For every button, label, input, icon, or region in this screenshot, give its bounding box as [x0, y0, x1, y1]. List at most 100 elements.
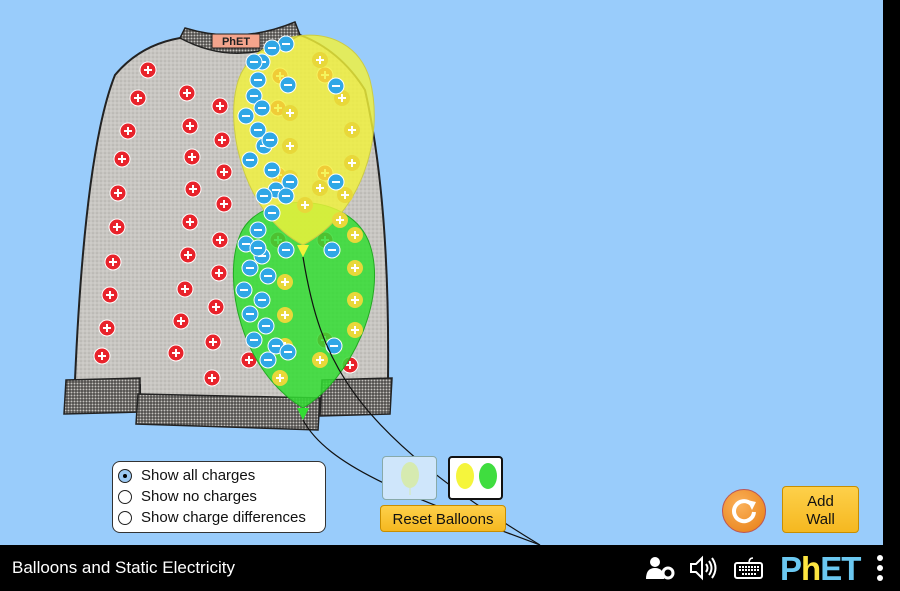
- minus-charge: [277, 241, 295, 259]
- plus-charge: [272, 370, 288, 386]
- plus-charge: [183, 148, 201, 166]
- plus-charge: [93, 347, 111, 365]
- minus-charge: [249, 121, 267, 139]
- minus-charge: [241, 259, 259, 277]
- sweater-label-text: PhET: [222, 36, 250, 48]
- reset-all-button[interactable]: [722, 489, 766, 533]
- minus-charge: [241, 305, 259, 323]
- minus-charge: [277, 35, 295, 53]
- minus-charge: [325, 337, 343, 355]
- plus-charge: [98, 319, 116, 337]
- plus-charge: [113, 150, 131, 168]
- plus-charge: [210, 264, 228, 282]
- plus-charge: [108, 218, 126, 236]
- plus-charge: [129, 89, 147, 107]
- minus-charge: [245, 53, 263, 71]
- minus-charge: [253, 291, 271, 309]
- plus-charge: [167, 344, 185, 362]
- radio-label: Show no charges: [141, 488, 257, 505]
- minus-charge: [263, 161, 281, 179]
- plus-charge: [176, 280, 194, 298]
- minus-charge: [281, 173, 299, 191]
- plus-charge: [213, 131, 231, 149]
- plus-charge: [204, 333, 222, 351]
- plus-charge: [312, 352, 328, 368]
- plus-charge: [181, 213, 199, 231]
- minus-charge: [245, 331, 263, 349]
- phet-logo[interactable]: PhET: [780, 550, 861, 587]
- yellow-balloon-string: [302, 256, 541, 545]
- minus-charge: [277, 187, 295, 205]
- radio-button[interactable]: [118, 510, 132, 525]
- charge-display-panel: Show all charges Show no charges Show ch…: [112, 461, 326, 533]
- plus-charge: [337, 187, 353, 203]
- minus-charge: [323, 241, 341, 259]
- radio-show-charge-differences[interactable]: Show charge differences: [113, 507, 325, 528]
- radio-label: Show all charges: [141, 467, 256, 484]
- minus-charge: [261, 131, 279, 149]
- plus-charge: [101, 286, 119, 304]
- plus-charge: [282, 138, 298, 154]
- radio-show-no-charges[interactable]: Show no charges: [113, 486, 325, 507]
- preferences-icon[interactable]: [644, 555, 676, 581]
- minus-charge: [327, 173, 345, 191]
- sim-play-area: PhET Show all charges Show no charges Sh…: [0, 0, 883, 545]
- radio-label: Show charge differences: [141, 509, 306, 526]
- minus-charge: [241, 151, 259, 169]
- plus-charge: [139, 61, 157, 79]
- reset-balloons-button[interactable]: Reset Balloons: [380, 505, 506, 532]
- more-options-icon[interactable]: [874, 554, 886, 582]
- plus-charge: [104, 253, 122, 271]
- minus-charge: [263, 39, 281, 57]
- plus-charge: [215, 163, 233, 181]
- minus-charge: [263, 204, 281, 222]
- plus-charge: [109, 184, 127, 202]
- balloon-icon: [401, 462, 419, 495]
- minus-charge: [237, 107, 255, 125]
- plus-charge: [215, 195, 233, 213]
- sim-title: Balloons and Static Electricity: [12, 558, 235, 577]
- minus-charge: [279, 343, 297, 361]
- minus-charge: [259, 351, 277, 369]
- plus-charge: [207, 298, 225, 316]
- minus-charge: [249, 221, 267, 239]
- plus-charge: [312, 180, 328, 196]
- plus-charge: [297, 197, 313, 213]
- sweater-label: [211, 33, 261, 49]
- minus-charge: [257, 317, 275, 335]
- plus-charge: [277, 307, 293, 323]
- plus-charge: [240, 351, 258, 369]
- plus-charge: [312, 52, 328, 68]
- two-balloons-button[interactable]: [448, 456, 503, 500]
- plus-charge: [277, 274, 293, 290]
- plus-charge: [211, 97, 229, 115]
- minus-charge: [249, 239, 267, 257]
- navigation-bar: Balloons and Static Electricity PhET: [0, 545, 900, 591]
- minus-charge: [235, 281, 253, 299]
- plus-charge: [347, 292, 363, 308]
- minus-charge: [253, 99, 271, 117]
- plus-charge: [184, 180, 202, 198]
- audio-icon[interactable]: [688, 555, 720, 581]
- plus-charge: [344, 122, 360, 138]
- plus-charge: [172, 312, 190, 330]
- plus-charge: [347, 260, 363, 276]
- plus-charge: [181, 117, 199, 135]
- radio-button[interactable]: [118, 468, 132, 483]
- radio-show-all-charges[interactable]: Show all charges: [113, 465, 325, 486]
- plus-charge: [203, 369, 221, 387]
- one-balloon-button[interactable]: [382, 456, 437, 500]
- plus-charge: [119, 122, 137, 140]
- minus-charge: [279, 76, 297, 94]
- keyboard-icon[interactable]: [733, 555, 765, 581]
- plus-charge: [347, 322, 363, 338]
- scene: PhET: [63, 21, 541, 545]
- radio-button[interactable]: [118, 489, 132, 504]
- plus-charge: [344, 155, 360, 171]
- plus-charge: [347, 227, 363, 243]
- add-wall-line2: Wall: [806, 511, 835, 528]
- plus-charge: [179, 246, 197, 264]
- plus-charge: [332, 212, 348, 228]
- minus-charge: [255, 187, 273, 205]
